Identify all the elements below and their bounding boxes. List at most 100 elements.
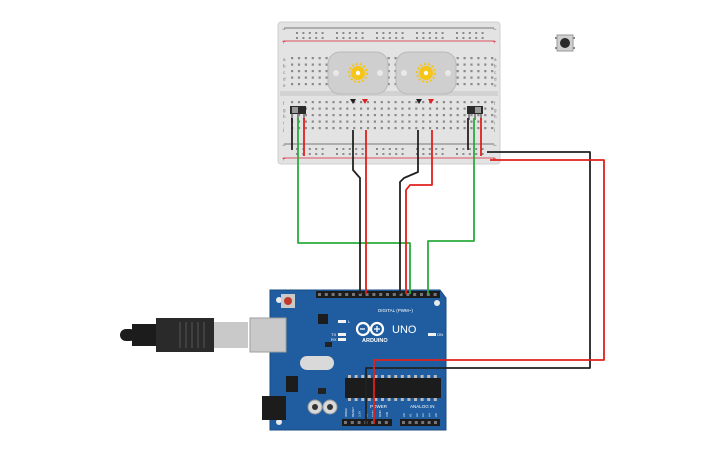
breadboard-hole[interactable]: [422, 101, 425, 104]
breadboard-hole[interactable]: [449, 127, 452, 130]
breadboard-hole[interactable]: [401, 107, 404, 110]
rail-hole[interactable]: [336, 32, 338, 34]
rail-hole[interactable]: [441, 148, 444, 150]
breadboard-hole[interactable]: [491, 63, 494, 66]
rail-hole[interactable]: [296, 148, 298, 150]
breadboard-hole[interactable]: [318, 107, 321, 110]
rail-hole[interactable]: [308, 148, 311, 150]
breadboard-hole[interactable]: [387, 101, 390, 104]
slide-switch-left[interactable]: [290, 106, 306, 120]
rail-hole[interactable]: [395, 32, 398, 34]
breadboard-hole[interactable]: [373, 114, 376, 117]
breadboard-hole[interactable]: [346, 114, 349, 117]
rail-hole[interactable]: [315, 37, 318, 39]
usb-port[interactable]: [249, 317, 287, 353]
rail-hole[interactable]: [456, 32, 458, 34]
breadboard-hole[interactable]: [339, 120, 342, 123]
breadboard-hole[interactable]: [463, 83, 466, 86]
breadboard-hole[interactable]: [332, 107, 335, 110]
breadboard-hole[interactable]: [291, 63, 294, 66]
header-pin[interactable]: [426, 293, 430, 296]
breadboard-hole[interactable]: [387, 120, 390, 123]
breadboard-hole[interactable]: [470, 114, 473, 117]
breadboard-hole[interactable]: [353, 127, 356, 130]
breadboard-hole[interactable]: [435, 114, 439, 117]
rail-hole[interactable]: [462, 32, 465, 34]
breadboard-hole[interactable]: [291, 76, 294, 79]
breadboard-hole[interactable]: [297, 63, 301, 66]
breadboard-hole[interactable]: [442, 120, 445, 123]
breadboard-hole[interactable]: [373, 101, 376, 104]
breadboard-hole[interactable]: [442, 101, 445, 104]
wire-black-motor-left[interactable]: [352, 130, 361, 294]
header-pin[interactable]: [414, 421, 418, 424]
breadboard-hole[interactable]: [297, 127, 301, 130]
header-pin[interactable]: [324, 293, 328, 296]
rail-hole[interactable]: [296, 37, 298, 39]
rail-hole[interactable]: [422, 148, 425, 150]
header-pin[interactable]: [402, 421, 405, 424]
breadboard-hole[interactable]: [360, 127, 363, 130]
breadboard-hole[interactable]: [429, 120, 432, 123]
breadboard-hole[interactable]: [387, 107, 390, 110]
wires[interactable]: [291, 118, 605, 424]
rail-hole[interactable]: [382, 153, 385, 155]
rail-hole[interactable]: [355, 37, 358, 39]
rail-hole[interactable]: [475, 37, 478, 39]
breadboard-hole[interactable]: [394, 120, 397, 123]
power-jack[interactable]: [262, 396, 286, 420]
breadboard-hole[interactable]: [304, 101, 307, 104]
breadboard-hole[interactable]: [297, 83, 301, 86]
breadboard-hole[interactable]: [415, 127, 418, 130]
header-pin[interactable]: [331, 293, 335, 296]
rail-hole[interactable]: [388, 37, 391, 39]
breadboard-hole[interactable]: [415, 114, 418, 117]
rail-hole[interactable]: [376, 153, 378, 155]
rail-hole[interactable]: [355, 148, 358, 150]
breadboard-hole[interactable]: [491, 127, 494, 130]
header-pin[interactable]: [358, 293, 362, 296]
breadboard-hole[interactable]: [470, 76, 473, 79]
breadboard-hole[interactable]: [311, 83, 314, 86]
breadboard-hole[interactable]: [463, 127, 466, 130]
breadboard-hole[interactable]: [332, 127, 335, 130]
breadboard-hole[interactable]: [366, 114, 370, 117]
breadboard-hole[interactable]: [408, 120, 411, 123]
breadboard-hole[interactable]: [353, 120, 356, 123]
breadboard-hole[interactable]: [332, 114, 335, 117]
header-pin[interactable]: [434, 421, 437, 424]
breadboard-hole[interactable]: [304, 76, 307, 79]
rail-hole[interactable]: [481, 148, 484, 150]
breadboard-hole[interactable]: [387, 76, 390, 79]
breadboard-hole[interactable]: [456, 83, 459, 86]
breadboard-hole[interactable]: [360, 114, 363, 117]
breadboard-hole[interactable]: [325, 114, 328, 117]
breadboard-hole[interactable]: [435, 101, 439, 104]
breadboard-hole[interactable]: [304, 57, 307, 60]
breadboard-hole[interactable]: [456, 120, 459, 123]
header-pin[interactable]: [372, 293, 376, 296]
breadboard-hole[interactable]: [422, 107, 425, 110]
breadboard-hole[interactable]: [470, 101, 473, 104]
breadboard-hole[interactable]: [291, 101, 294, 104]
header-pin[interactable]: [408, 421, 412, 424]
breadboard-hole[interactable]: [325, 107, 328, 110]
rail-hole[interactable]: [336, 37, 338, 39]
breadboard-hole[interactable]: [484, 76, 487, 79]
breadboard-hole[interactable]: [297, 57, 301, 60]
rail-hole[interactable]: [315, 148, 318, 150]
breadboard-hole[interactable]: [491, 120, 494, 123]
breadboard-hole[interactable]: [463, 76, 466, 79]
breadboard-hole[interactable]: [484, 63, 487, 66]
breadboard-hole[interactable]: [477, 101, 480, 104]
header-pin[interactable]: [352, 293, 355, 296]
rail-hole[interactable]: [395, 153, 398, 155]
breadboard-hole[interactable]: [304, 63, 307, 66]
breadboard-hole[interactable]: [422, 120, 425, 123]
breadboard-hole[interactable]: [456, 63, 459, 66]
header-pin[interactable]: [365, 293, 369, 296]
breadboard-hole[interactable]: [339, 107, 342, 110]
breadboard-hole[interactable]: [318, 57, 321, 60]
breadboard-holes-bottom[interactable]: [291, 101, 494, 130]
breadboard-hole[interactable]: [429, 107, 432, 110]
